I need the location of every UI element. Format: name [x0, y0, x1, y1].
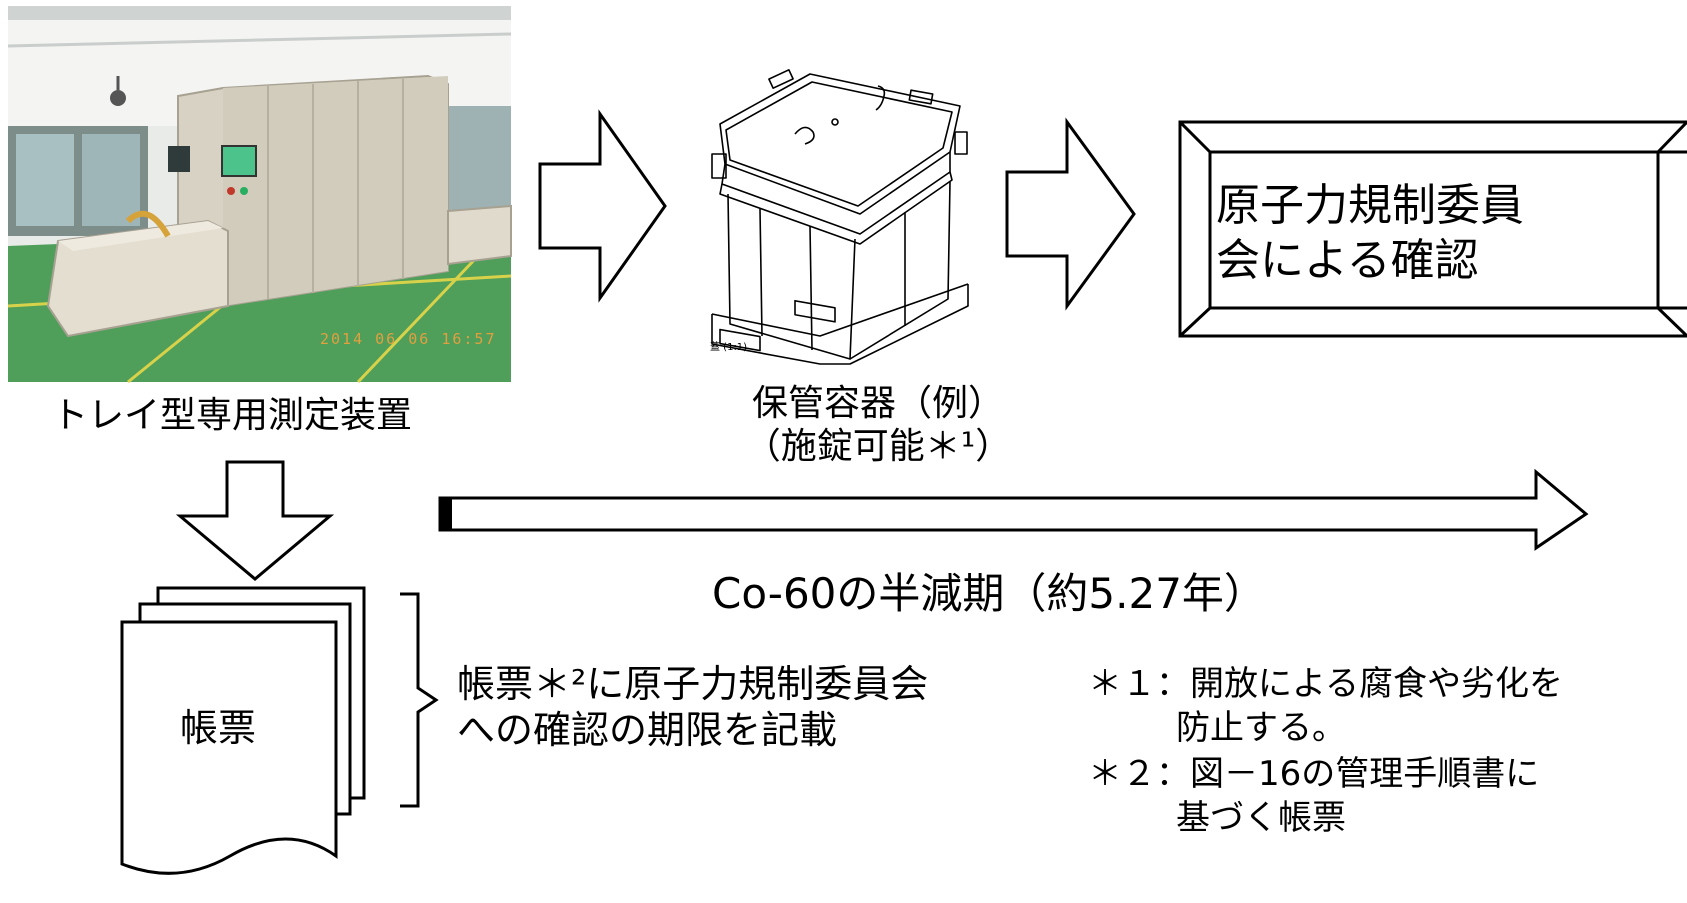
review-box-line2: 会による確認 — [1216, 235, 1479, 286]
photo-timestamp: 2014 06 06 16:57 — [320, 330, 497, 348]
device-photo — [7, 6, 512, 384]
review-box-line1: 原子力規制委員 — [1216, 180, 1524, 231]
review-box-frame — [1178, 120, 1687, 338]
footnote-1: ＊１：開放による腐食や劣化を 防止する。 — [1088, 662, 1687, 750]
footnote-1-text1: 開放による腐食や劣化を — [1190, 664, 1563, 704]
container-caption-line1: 保管容器（例） — [751, 383, 1004, 424]
footnote-2: ＊２：図－16の管理手順書に 基づく帳票 — [1088, 752, 1687, 840]
container-caption: 保管容器（例） （施錠可能＊¹） — [723, 382, 1033, 468]
footnote-1-line1: ＊１：開放による腐食や劣化を — [1088, 662, 1687, 706]
ledger-note-line1: 帳票＊²に原子力規制委員会 — [457, 662, 929, 706]
footnote-1-marker: ＊１： — [1088, 664, 1190, 704]
ledger-label: 帳票 — [180, 706, 257, 750]
drawing-tag: 蓋 (1:1) — [710, 342, 748, 353]
arrow-right-1 — [538, 109, 667, 303]
footnote-1-line2: 防止する。 — [1176, 708, 1346, 749]
footnote-2-marker: ＊２： — [1088, 754, 1190, 794]
container-caption-line2: （施錠可能＊¹） — [744, 426, 1012, 468]
device-caption: トレイ型専用測定装置 — [52, 395, 413, 436]
footnote-2-line2: 基づく帳票 — [1176, 798, 1346, 839]
arrow-right-2 — [1005, 117, 1136, 311]
storage-container-drawing — [711, 69, 969, 365]
footnote-2-line1: ＊２：図－16の管理手順書に — [1088, 752, 1687, 796]
timeline-arrow — [438, 468, 1589, 551]
timeline-label: Co-60の半減期（約5.27年） — [712, 569, 1266, 618]
ledger-bracket — [400, 592, 439, 808]
ledger-note-line2: への確認の期限を記載 — [457, 707, 838, 752]
review-box-text: 原子力規制委員 会による確認 — [1216, 178, 1524, 288]
arrow-down — [175, 460, 335, 581]
footnote-2-text1: 図－16の管理手順書に — [1190, 754, 1540, 794]
ledger-note: 帳票＊²に原子力規制委員会 への確認の期限を記載 — [457, 662, 928, 753]
ledger-stack — [120, 586, 366, 875]
